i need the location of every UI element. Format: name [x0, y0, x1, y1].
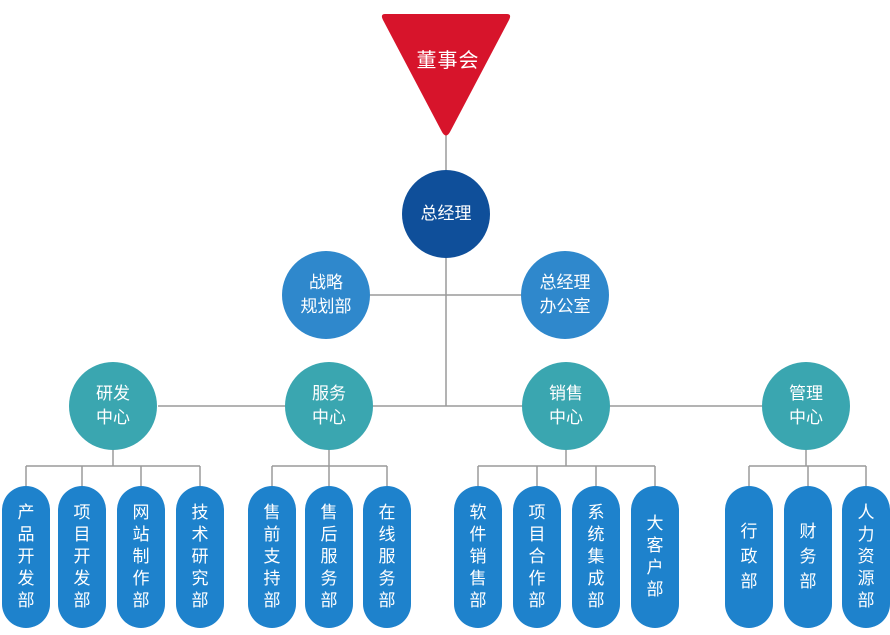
staff-node-strategy: 战略 规划部 [282, 251, 370, 339]
staff-node-gm-office: 总经理 办公室 [521, 251, 609, 339]
dept-node: 产品开发部 [2, 486, 50, 628]
staff-label: 总经理 办公室 [539, 273, 591, 317]
dept-label: 财务部 [799, 521, 817, 592]
gm-label: 总经理 [420, 204, 472, 224]
dept-node: 软件销售部 [454, 486, 502, 628]
board-triangle [381, 14, 511, 136]
center-label: 研发 中心 [96, 384, 130, 428]
dept-node: 系统集成部 [572, 486, 620, 628]
dept-label: 在线服务部 [378, 503, 396, 611]
dept-label: 售后服务部 [320, 503, 338, 611]
gm-node: 总经理 [402, 170, 490, 258]
dept-node: 网站制作部 [117, 486, 165, 628]
dept-label: 系统集成部 [587, 503, 605, 611]
dept-label: 项目合作部 [528, 503, 546, 611]
dept-label: 产品开发部 [17, 503, 35, 611]
dept-node: 财务部 [784, 486, 832, 628]
dept-label: 网站制作部 [132, 503, 150, 611]
center-node-sales: 销售 中心 [522, 362, 610, 450]
dept-node: 在线服务部 [363, 486, 411, 628]
dept-label: 行政部 [740, 521, 758, 592]
center-node-management: 管理 中心 [762, 362, 850, 450]
center-label: 销售 中心 [549, 384, 583, 428]
staff-label: 战略 规划部 [300, 273, 352, 317]
dept-node: 售前支持部 [248, 486, 296, 628]
center-node-rd: 研发 中心 [69, 362, 157, 450]
dept-label: 项目开发部 [73, 503, 91, 611]
dept-label: 大客户部 [646, 514, 664, 600]
dept-node: 售后服务部 [305, 486, 353, 628]
board-label: 董事会 [416, 48, 480, 72]
center-node-service: 服务 中心 [285, 362, 373, 450]
dept-node: 项目合作部 [513, 486, 561, 628]
center-label: 服务 中心 [312, 384, 346, 428]
center-label: 管理 中心 [789, 384, 823, 428]
dept-label: 软件销售部 [469, 503, 487, 611]
dept-label: 人力资源部 [857, 503, 875, 611]
dept-node: 技术研究部 [176, 486, 224, 628]
dept-node: 大客户部 [631, 486, 679, 628]
dept-node: 人力资源部 [842, 486, 890, 628]
dept-label: 技术研究部 [191, 503, 209, 611]
dept-node: 行政部 [725, 486, 773, 628]
dept-node: 项目开发部 [58, 486, 106, 628]
dept-label: 售前支持部 [263, 503, 281, 611]
